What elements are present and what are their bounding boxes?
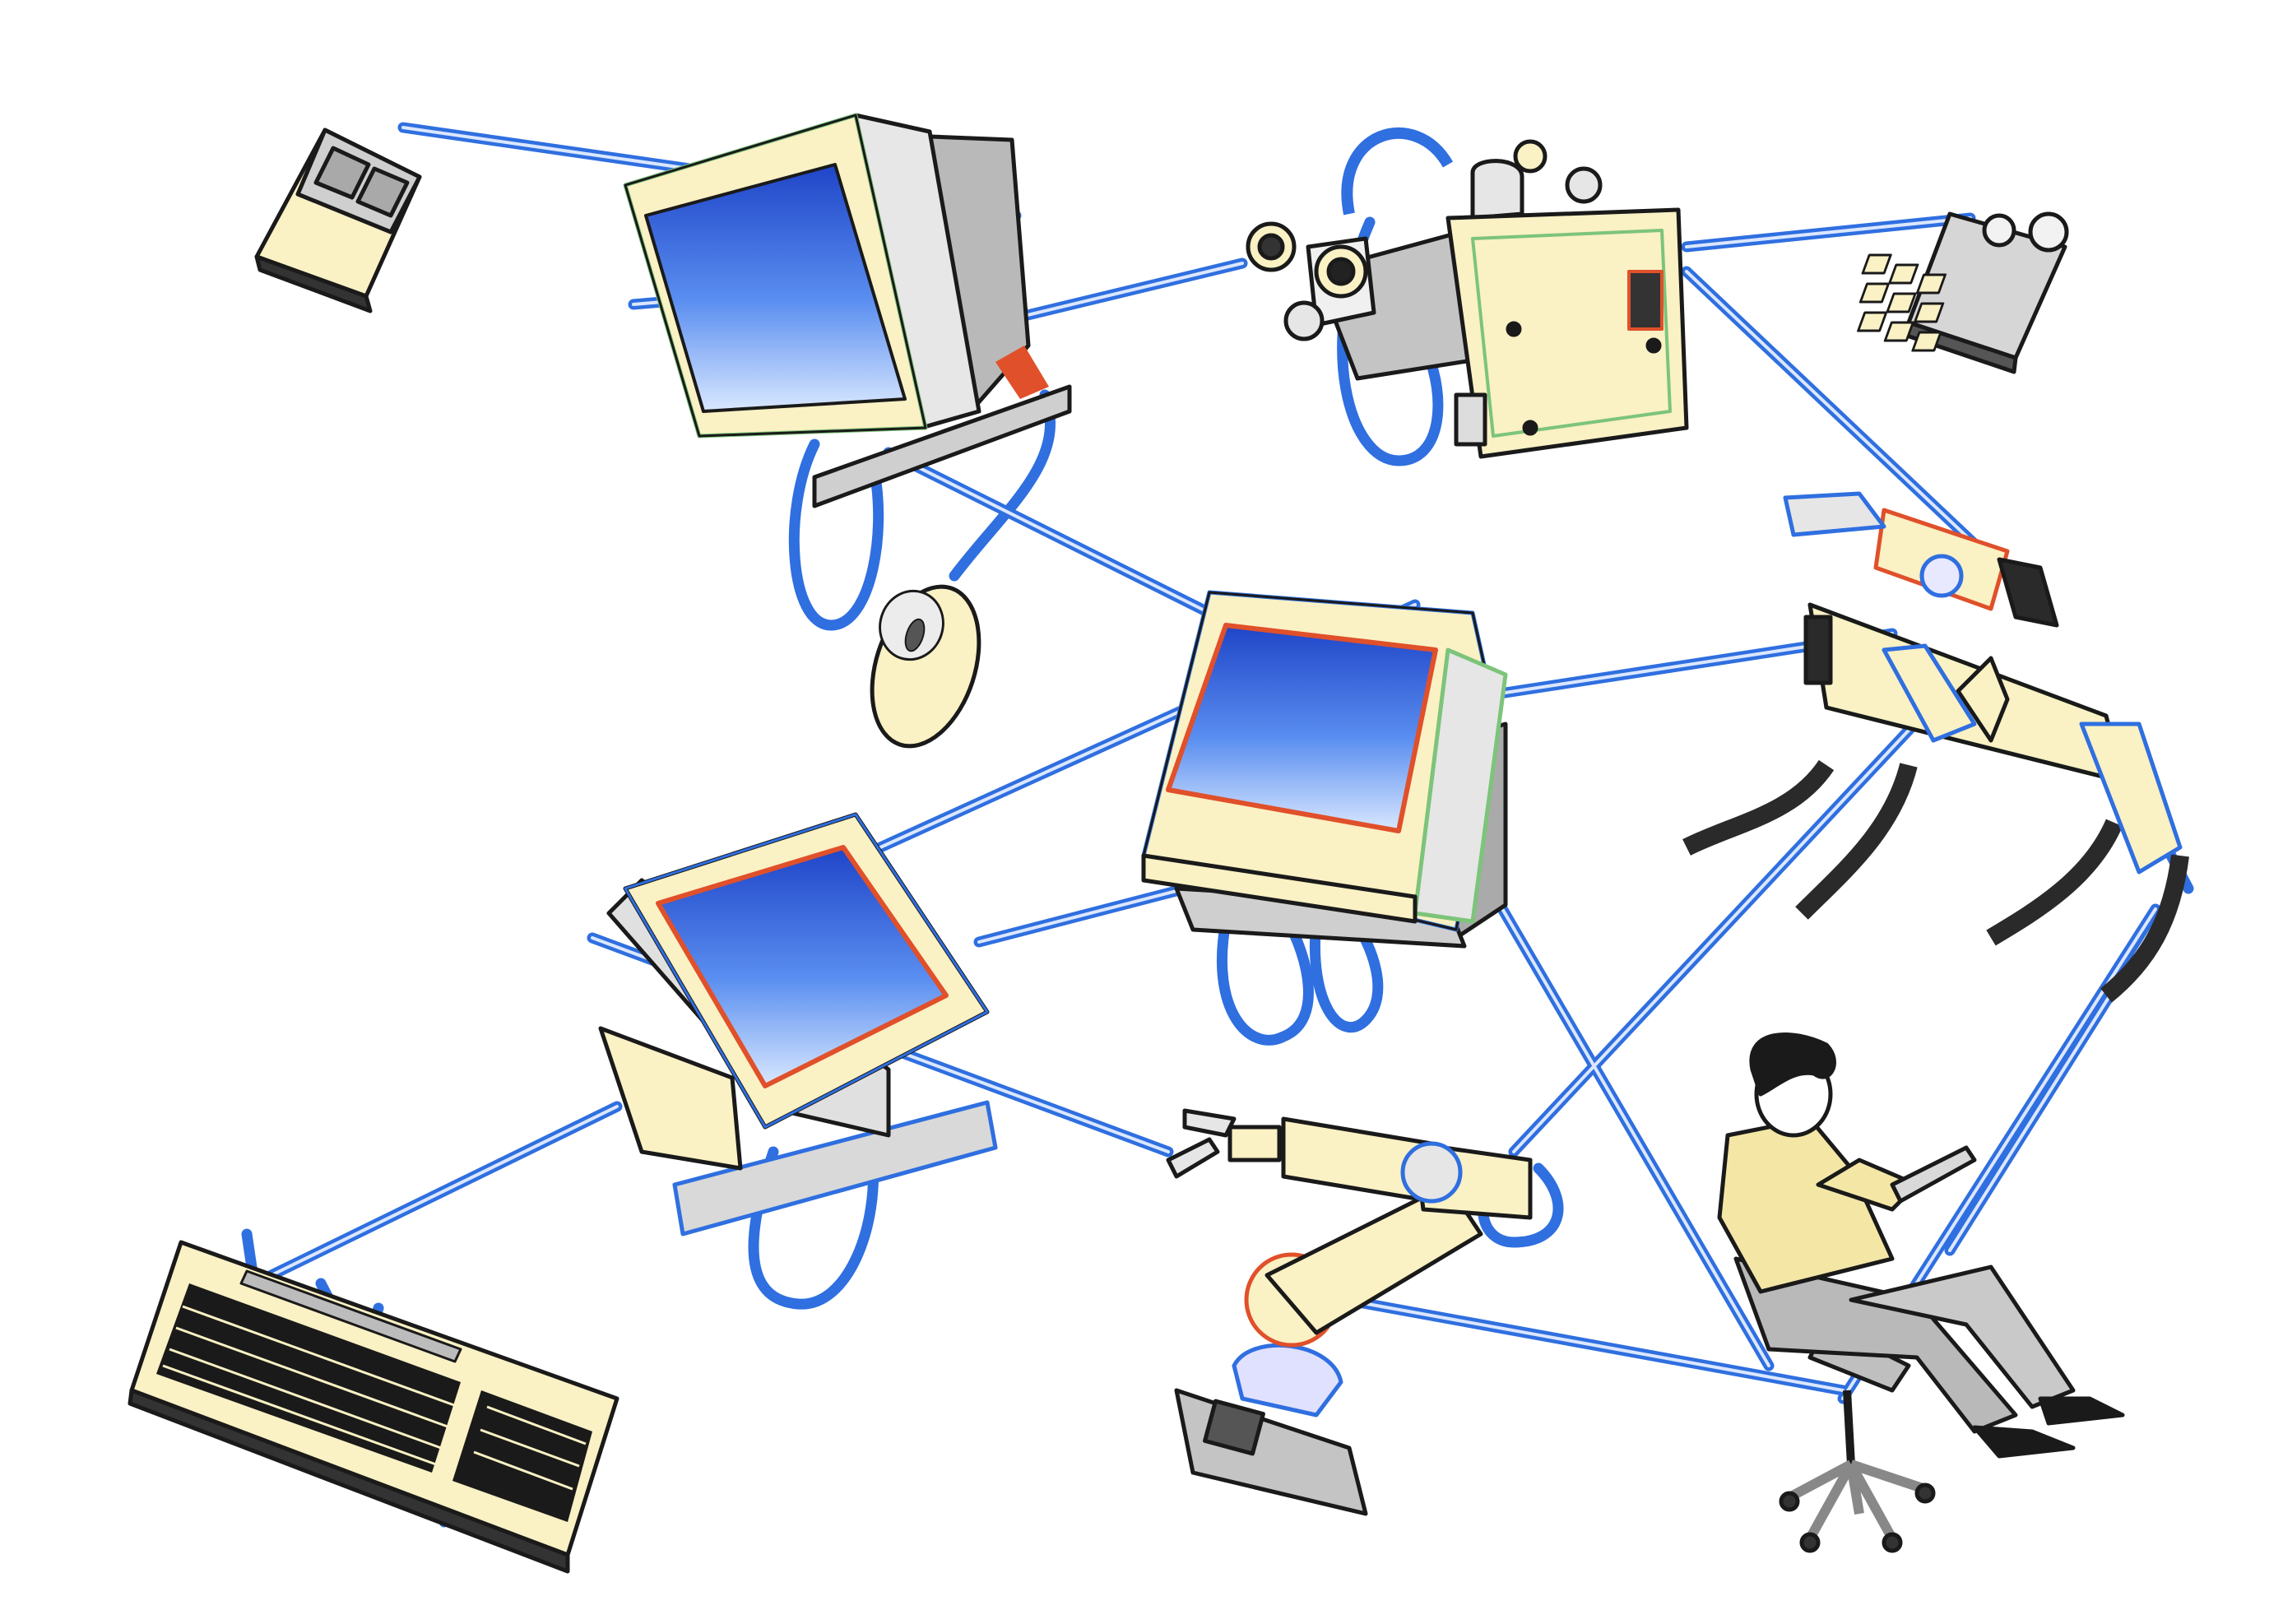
arm-base-plate <box>1203 1399 1265 1456</box>
keyboard <box>128 1240 619 1574</box>
headset-port-icon <box>1627 270 1664 331</box>
shoe-icon <box>1972 1425 2076 1459</box>
cable-monitor1-loop <box>788 438 884 631</box>
mouse-button-left-icon <box>313 146 371 200</box>
monitor-screen <box>1166 623 1438 833</box>
vr-headset <box>1246 127 1689 459</box>
robot-arm <box>1166 1108 1533 1516</box>
hair <box>1749 1032 1836 1097</box>
monitor-screen <box>644 163 907 413</box>
tablet-icon <box>1890 1145 1977 1204</box>
crt-monitor-left <box>598 812 998 1237</box>
headset-top-sensor-icon <box>1513 139 1603 204</box>
scroll-wheel-icon <box>904 618 926 652</box>
crt-monitor-top <box>623 113 1072 508</box>
knob-icon <box>1982 213 2016 248</box>
mouse-top-left <box>254 128 422 313</box>
crt-monitor-center <box>1141 590 1508 949</box>
shoe-icon <box>2038 1396 2125 1426</box>
knob-icon <box>2028 211 2069 253</box>
gripper-icon <box>1166 1108 1282 1179</box>
function-key-row <box>239 1269 462 1363</box>
cable-monitor2-loop <box>1217 907 1314 1046</box>
keyboard-key-grid <box>162 1305 587 1491</box>
keypad <box>1857 211 2069 374</box>
robot-dog-arm <box>1783 491 2059 628</box>
cable-monitor3-loop <box>748 1146 879 1310</box>
mouse-oval <box>870 584 981 749</box>
mouse-button-right-icon <box>355 166 410 218</box>
seated-person <box>1717 1032 2125 1553</box>
monitor-screen <box>656 845 949 1088</box>
keyboard-keys <box>156 1283 592 1522</box>
keypad-keys <box>1857 253 1947 352</box>
cable-monitor2-loop-b <box>1310 907 1384 1033</box>
shirt <box>1717 1116 1895 1294</box>
robot-dog <box>1682 491 2189 1003</box>
headset-camera-icon <box>1246 221 1376 341</box>
